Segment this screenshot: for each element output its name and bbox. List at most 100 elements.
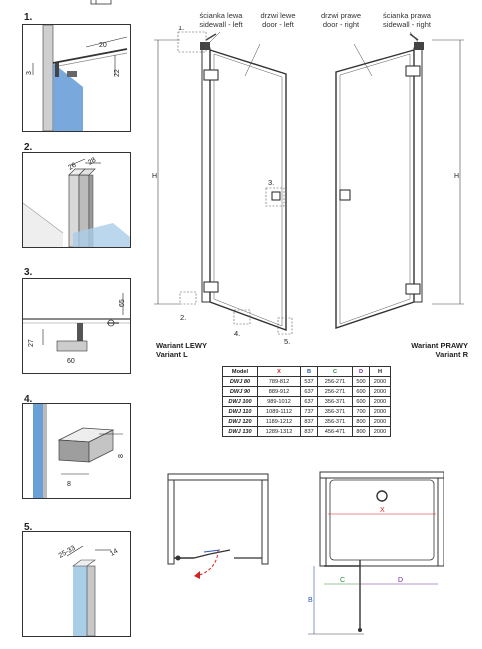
detail-2-panel: 26 28 bbox=[22, 152, 131, 248]
cell-model: DWJ 90 bbox=[222, 386, 258, 397]
cell-x: 989-1012 bbox=[257, 396, 301, 407]
cell-d: 700 bbox=[352, 406, 370, 417]
cell-c: 256-271 bbox=[317, 376, 353, 387]
cell-b: 737 bbox=[300, 406, 318, 417]
detail-2-number: 2. bbox=[24, 142, 33, 153]
cell-x: 1289-1312 bbox=[257, 426, 301, 437]
detail-1-dim-20: 20 bbox=[99, 42, 107, 49]
cell-c: 256-271 bbox=[317, 386, 353, 397]
height-label-right: H bbox=[454, 173, 459, 180]
detail-4-dim-8-b: 8 bbox=[67, 481, 71, 488]
cell-c: 456-471 bbox=[317, 426, 353, 437]
header-d: D bbox=[352, 366, 370, 377]
detail-5-panel: 25-33 14 bbox=[22, 531, 131, 637]
cell-b: 837 bbox=[300, 416, 318, 427]
cell-h: 2000 bbox=[369, 426, 391, 437]
detail-3-number: 3. bbox=[24, 267, 33, 278]
callout-1: 1. bbox=[178, 26, 184, 32]
elevation-right: H bbox=[335, 31, 464, 329]
plan-b-label: B bbox=[308, 597, 313, 604]
cell-model: DWJ 110 bbox=[222, 406, 258, 417]
cell-b: 537 bbox=[300, 376, 318, 387]
callout-4: 4. bbox=[234, 329, 240, 338]
cell-x: 1189-1212 bbox=[257, 416, 301, 427]
cell-d: 500 bbox=[352, 376, 370, 387]
table-row: DWJ 110 1089-1112 737 356-371 700 2000 bbox=[222, 406, 391, 417]
callout-2: 2. bbox=[180, 313, 186, 322]
table-row: DWJ 80 789-812 537 256-271 500 2000 bbox=[222, 376, 391, 387]
cell-model: DWJ 120 bbox=[222, 416, 258, 427]
cell-h: 2000 bbox=[369, 396, 391, 407]
cell-model: DWJ 80 bbox=[222, 376, 258, 387]
cell-c: 356-371 bbox=[317, 416, 353, 427]
detail-4-drawing: 8 8 bbox=[33, 404, 125, 498]
cell-x: 789-812 bbox=[257, 376, 301, 387]
detail-1-dim-22: 22 bbox=[114, 69, 121, 77]
cell-c: 356-371 bbox=[317, 396, 353, 407]
detail-1-drawing: 20 3 22 bbox=[23, 25, 130, 131]
header-c: C bbox=[317, 366, 353, 377]
cell-h: 2000 bbox=[369, 376, 391, 387]
callout-5: 5. bbox=[284, 337, 290, 346]
detail-5-drawing: 25-33 14 bbox=[58, 545, 119, 636]
cell-d: 600 bbox=[352, 396, 370, 407]
detail-3-dim-65: 65 bbox=[119, 299, 126, 307]
plan-tray: X C D B bbox=[308, 471, 444, 635]
cell-h: 2000 bbox=[369, 406, 391, 417]
detail-3-panel: 65 27 60 bbox=[22, 278, 131, 374]
detail-5-dim-14: 14 bbox=[109, 548, 119, 558]
plan-x-label: X bbox=[380, 507, 385, 514]
cell-model: DWJ 130 bbox=[222, 426, 258, 437]
detail-1-number: 1. bbox=[24, 12, 33, 23]
detail-3-dim-60: 60 bbox=[67, 358, 75, 365]
header-b: B bbox=[300, 366, 318, 377]
cell-h: 2000 bbox=[369, 416, 391, 427]
table-row: DWJ 100 989-1012 637 356-371 600 2000 bbox=[222, 396, 391, 407]
detail-2-dim-28: 28 bbox=[87, 157, 97, 167]
cell-model: DWJ 100 bbox=[222, 396, 258, 407]
detail-4-dim-8-a: 8 bbox=[118, 454, 125, 458]
plan-niche bbox=[167, 473, 269, 579]
detail-5-number: 5. bbox=[24, 522, 33, 533]
cell-b: 637 bbox=[300, 396, 318, 407]
cell-d: 800 bbox=[352, 426, 370, 437]
plan-d-label: D bbox=[398, 577, 403, 584]
cell-b: 837 bbox=[300, 426, 318, 437]
cell-x: 889-912 bbox=[257, 386, 301, 397]
plan-c-label: C bbox=[340, 577, 345, 584]
callout-3: 3. bbox=[268, 178, 274, 187]
detail-2-drawing: 26 28 bbox=[23, 157, 130, 247]
detail-1-dim-3: 3 bbox=[26, 71, 33, 75]
detail-4-number: 4. bbox=[24, 394, 33, 405]
table-header-row: Model X B C D H bbox=[222, 366, 391, 377]
cell-x: 1089-1112 bbox=[257, 406, 301, 417]
detail-5-dim-25-33: 25-33 bbox=[58, 545, 77, 560]
top-fragment-icon bbox=[90, 0, 112, 5]
table-row: DWJ 130 1289-1312 837 456-471 800 2000 bbox=[222, 426, 391, 437]
cell-d: 600 bbox=[352, 386, 370, 397]
cell-b: 637 bbox=[300, 386, 318, 397]
height-label-left: H bbox=[152, 173, 157, 180]
cell-c: 356-371 bbox=[317, 406, 353, 417]
detail-3-drawing: 65 27 60 bbox=[23, 293, 130, 365]
table-row: DWJ 120 1189-1212 837 356-371 800 2000 bbox=[222, 416, 391, 427]
table-row: DWJ 90 889-912 637 256-271 600 2000 bbox=[222, 386, 391, 397]
header-h: H bbox=[369, 366, 391, 377]
detail-3-dim-27: 27 bbox=[28, 339, 35, 347]
header-x: X bbox=[257, 366, 301, 377]
callout-3-marker: 3. bbox=[265, 178, 285, 207]
cell-h: 2000 bbox=[369, 386, 391, 397]
detail-2-dim-26: 26 bbox=[67, 162, 77, 172]
dimension-table: Model X B C D H DWJ 80 789-812 537 256-2… bbox=[222, 366, 391, 437]
header-model: Model bbox=[222, 366, 258, 377]
elevation-left: H 1. 2. 4. 5. bbox=[152, 26, 293, 346]
detail-1-panel: 20 3 22 bbox=[22, 24, 131, 132]
detail-4-panel: 8 8 bbox=[22, 403, 131, 499]
cell-d: 800 bbox=[352, 416, 370, 427]
